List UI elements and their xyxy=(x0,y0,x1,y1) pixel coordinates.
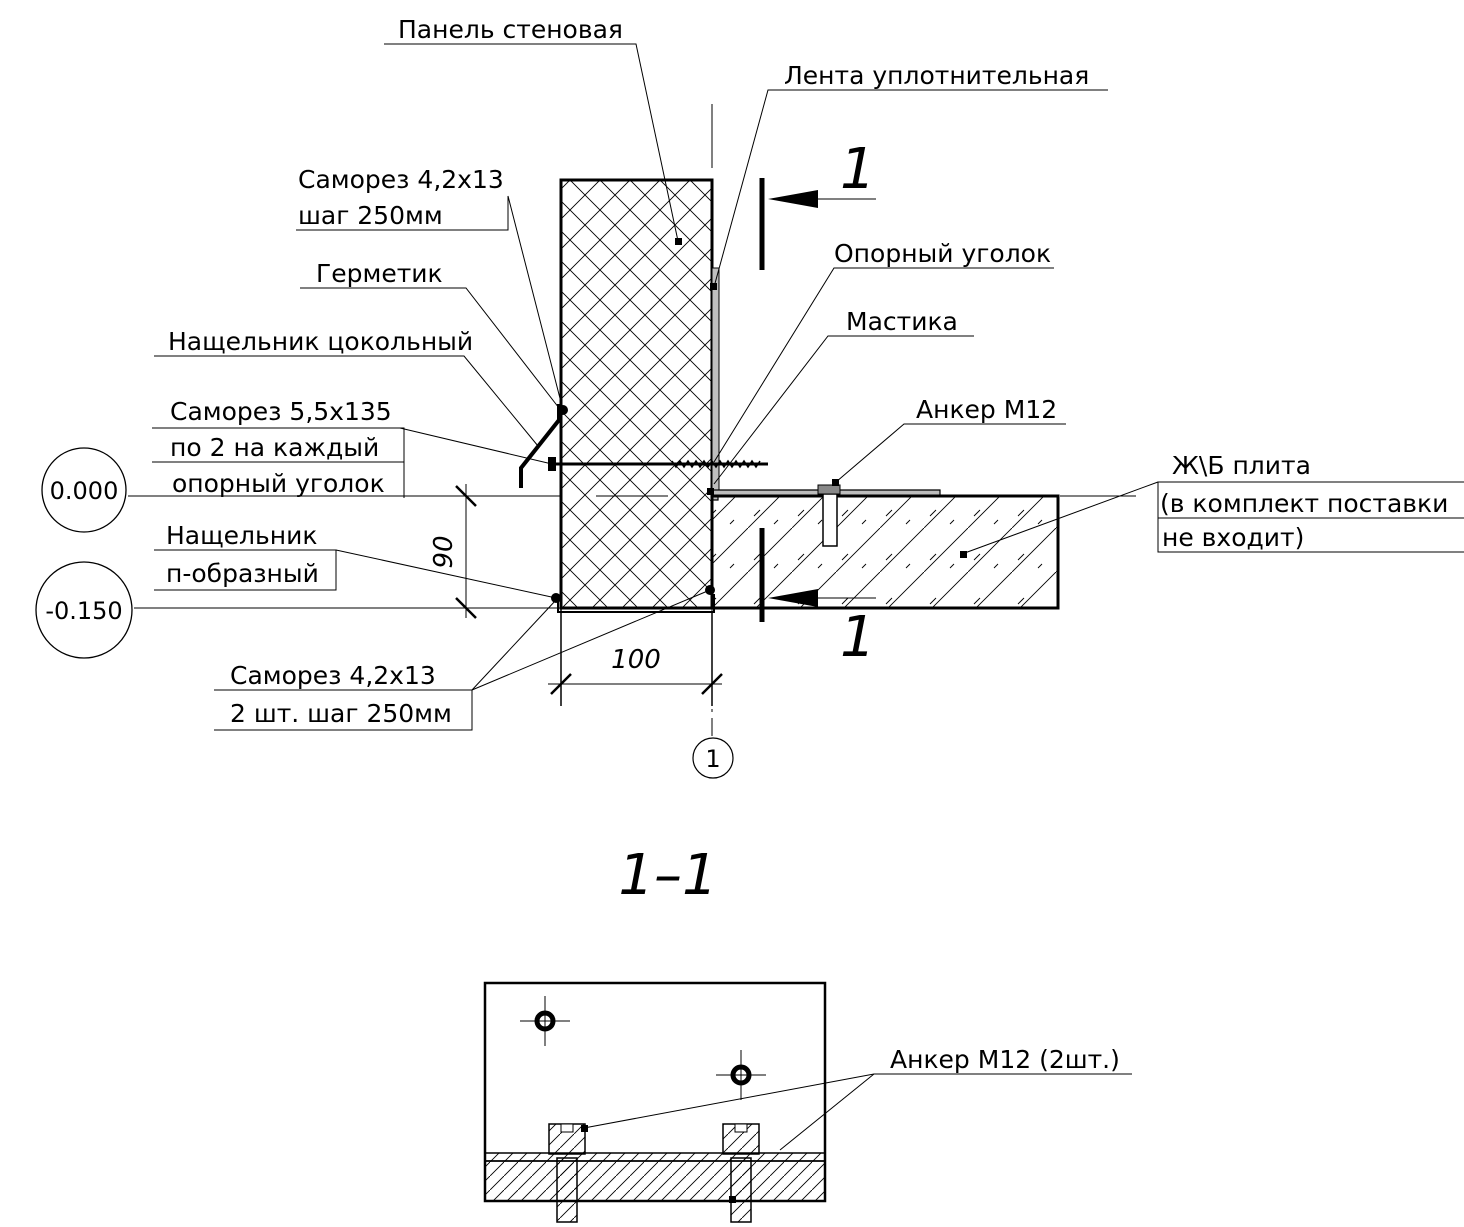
label-anchor: Анкер М12 xyxy=(916,395,1057,424)
marker-angle xyxy=(707,488,714,495)
label-slab-3: не входит) xyxy=(1162,523,1304,552)
u-flashing xyxy=(557,594,715,613)
long-screw-thread xyxy=(671,459,761,469)
label-slab-2: (в комплект поставки xyxy=(1160,489,1448,518)
label-mastic: Мастика xyxy=(846,307,958,336)
label-screw-b-2: по 2 на каждый xyxy=(170,433,379,462)
label-flashing-p-1: Нащельник xyxy=(166,521,317,550)
section-title: 1–1 xyxy=(618,843,717,908)
sealing-tape xyxy=(711,267,720,491)
label-support-angle: Опорный уголок xyxy=(834,239,1051,268)
label-screw-a-1: Саморез 4,2х13 xyxy=(298,165,504,194)
level-zero-text: 0.000 xyxy=(50,477,119,505)
section-leaders xyxy=(583,1073,1132,1151)
dim-width-tick-right xyxy=(701,673,723,695)
hole-left xyxy=(520,996,570,1046)
section-arrow-top xyxy=(768,190,818,208)
label-screw-a-2: шаг 250мм xyxy=(298,201,443,230)
section-anchor-right xyxy=(722,1123,760,1223)
section-mark-top: 1 xyxy=(840,137,876,202)
label-sealing-tape: Лента уплотнительная xyxy=(784,61,1089,90)
marker-section-anchor-2 xyxy=(729,1196,736,1203)
label-screw-b-3: опорный уголок xyxy=(172,469,385,498)
dim-height-tick-bottom xyxy=(455,597,477,619)
level-minus-text: -0.150 xyxy=(45,597,122,625)
label-anchor-2pcs: Анкер М12 (2шт.) xyxy=(890,1045,1120,1074)
anchor-m12-head xyxy=(817,484,841,495)
anchor-m12-body xyxy=(822,493,838,547)
section-slab xyxy=(484,1160,826,1202)
marker-slab xyxy=(960,551,967,558)
dim-height-tick-top xyxy=(455,485,477,507)
label-screw-c-2: 2 шт. шаг 250мм xyxy=(230,699,452,728)
label-plinth-flashing: Нащельник цокольный xyxy=(168,327,473,356)
marker-panel xyxy=(675,238,682,245)
marker-tape xyxy=(710,283,717,290)
axis-mark-text: 1 xyxy=(705,745,720,773)
section-arrow-bottom xyxy=(768,589,818,607)
label-sealant: Герметик xyxy=(316,259,443,288)
label-slab-1: Ж\Б плита xyxy=(1172,451,1311,480)
rc-slab xyxy=(710,494,1060,610)
marker-anchor xyxy=(832,479,839,486)
section-mark-bottom: 1 xyxy=(840,605,876,670)
section-angle-strip xyxy=(484,1152,826,1162)
label-screw-b-1: Саморез 5,5х135 xyxy=(170,397,392,426)
label-wall-panel: Панель стеновая xyxy=(398,15,623,44)
dim-width-text: 100 xyxy=(611,645,661,675)
wall-panel xyxy=(559,178,714,610)
label-flashing-p-2: п-образный xyxy=(166,559,319,588)
dim-width-tick-left xyxy=(550,673,572,695)
level-circle-minus xyxy=(35,561,133,659)
marker-section-anchor xyxy=(581,1125,588,1132)
dim-height-text: 90 xyxy=(429,535,459,568)
section-anchor-left xyxy=(548,1123,586,1223)
leader-lines xyxy=(152,43,1464,731)
level-circle-zero xyxy=(41,447,127,533)
axis-bubble xyxy=(692,737,734,779)
hole-right xyxy=(716,1050,766,1100)
label-screw-c-1: Саморез 4,2х13 xyxy=(230,661,436,690)
plinth-flashing xyxy=(519,404,561,488)
